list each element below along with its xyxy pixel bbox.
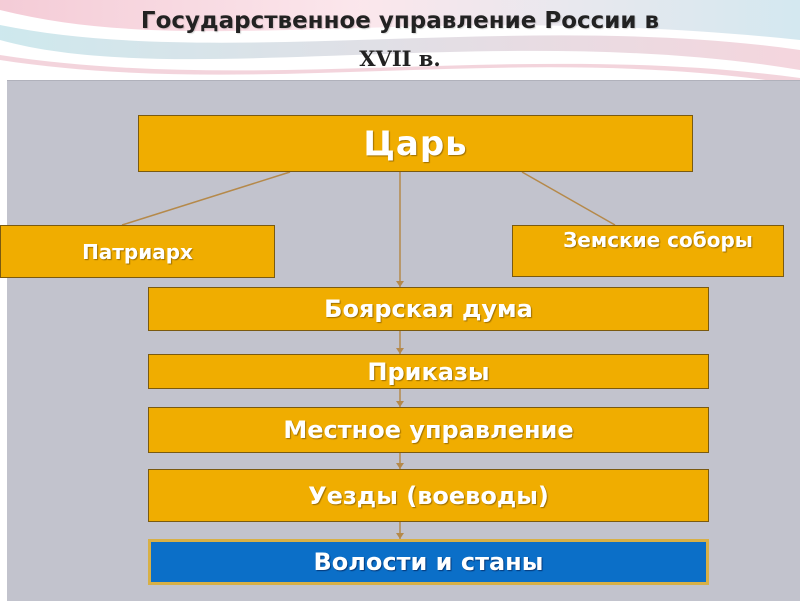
node-volosti-label: Волости и станы <box>313 548 544 576</box>
node-patriarch-label: Патриарх <box>82 239 193 264</box>
node-tsar: Царь <box>138 115 693 172</box>
node-zemsky-sobory-label: Земские соборы <box>563 228 753 252</box>
node-local-government-label: Местное управление <box>283 416 574 444</box>
title-line-2: XVII в. <box>359 46 441 71</box>
node-boyar-duma-label: Боярская дума <box>324 295 533 323</box>
node-zemsky-sobory: Земские соборы <box>512 225 784 277</box>
node-tsar-label: Царь <box>363 123 468 164</box>
node-volosti: Волости и станы <box>148 539 709 585</box>
node-prikazy-label: Приказы <box>367 357 490 386</box>
node-uezdy-label: Уезды (воеводы) <box>308 481 549 510</box>
node-boyar-duma: Боярская дума <box>148 287 709 331</box>
node-uezdy: Уезды (воеводы) <box>148 469 709 522</box>
node-prikazy: Приказы <box>148 354 709 389</box>
background-swoosh <box>0 0 800 85</box>
title-line-1: Государственное управление России в <box>140 8 660 34</box>
node-local-government: Местное управление <box>148 407 709 453</box>
node-patriarch: Патриарх <box>0 225 275 278</box>
